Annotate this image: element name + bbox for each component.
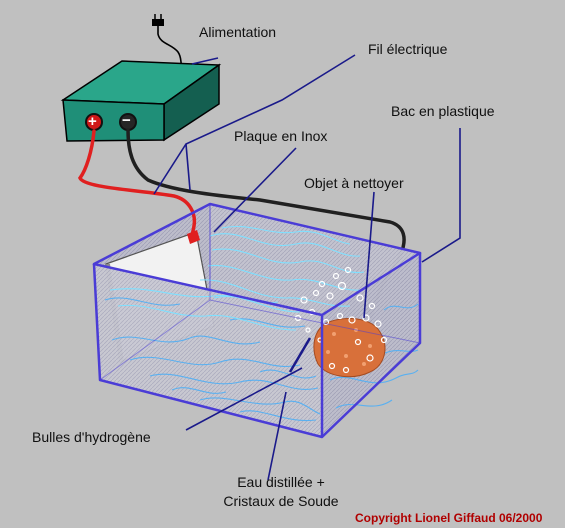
- label-bac-plastique: Bac en plastique: [391, 103, 495, 119]
- label-objet: Objet à nettoyer: [304, 175, 404, 191]
- plastic-tank: [92, 202, 422, 439]
- label-bulles: Bulles d'hydrogène: [32, 429, 151, 445]
- label-fil-electrique: Fil électrique: [368, 41, 448, 57]
- negative-terminal-symbol: −: [122, 112, 131, 129]
- positive-wire: [78, 129, 197, 238]
- copyright-text: Copyright Lionel Giffaud 06/2000: [355, 511, 543, 525]
- label-alimentation: Alimentation: [199, 24, 277, 40]
- object-to-clean: [313, 317, 386, 378]
- positive-terminal-symbol: +: [88, 113, 97, 130]
- leader-lines: [153, 54, 461, 481]
- label-eau-line2: Cristaux de Soude: [223, 493, 339, 509]
- plug-icon: [152, 14, 183, 67]
- power-supply: [60, 60, 222, 142]
- label-eau-line1: Eau distillée +: [237, 474, 325, 490]
- label-plaque-inox: Plaque en Inox: [234, 128, 328, 144]
